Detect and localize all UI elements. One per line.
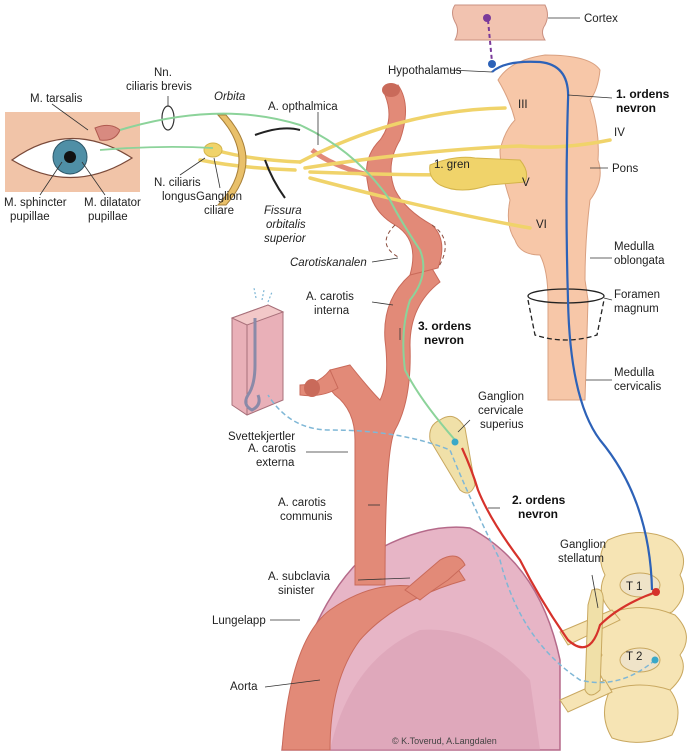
label-nerve-iv: IV [614, 127, 625, 139]
label-nn-ciliaris-a: Nn. [154, 67, 172, 79]
label-fissura-b: orbitalis [266, 219, 306, 231]
label-t2: T 2 [626, 651, 642, 663]
label-nerve-iii: III [518, 99, 528, 111]
tarsal-muscle [94, 124, 121, 141]
label-carotiskanalen: Carotiskanalen [290, 257, 367, 269]
label-ganglion-cervicale-a: Ganglion [478, 391, 524, 403]
neuron3-path [119, 112, 456, 441]
label-ganglion-ciliare-b: ciliare [204, 205, 234, 217]
label-a-carotis-communis-a: A. carotis [278, 497, 326, 509]
label-ganglion-cervicale-b: cervicale [478, 405, 523, 417]
lung-inner [330, 629, 540, 750]
label-a-opthalmica: A. opthalmica [268, 101, 338, 113]
t2-neuron-body [651, 656, 659, 664]
label-foramen-b: magnum [614, 303, 659, 315]
label-a-carotis-interna-b: interna [314, 305, 350, 317]
label-nn-ciliaris-b: ciliaris brevis [126, 81, 192, 93]
t1-neuron-body [652, 588, 660, 596]
orbita-shell [216, 114, 247, 206]
label-svettekjertler: Svettekjertler [228, 431, 295, 443]
label-a-subclavia-b: sinister [278, 585, 315, 597]
label-a-subclavia-a: A. subclavia [268, 571, 331, 583]
label-ordens1-a: 1. ordens [616, 87, 670, 101]
label-n-ciliaris-longus-a: N. ciliaris [154, 177, 201, 189]
pupil [64, 151, 76, 163]
label-orbita: Orbita [214, 91, 245, 103]
label-gren1: 1. gren [434, 159, 470, 171]
hypothalamus-neuron [488, 60, 496, 68]
label-aorta: Aorta [230, 681, 258, 693]
label-a-carotis-externa-a: A. carotis [248, 443, 296, 455]
label-lungelapp: Lungelapp [212, 615, 266, 627]
label-m-tarsalis: M. tarsalis [30, 93, 83, 105]
carotis-externa-end [304, 379, 320, 397]
sweat-gland-block [230, 287, 285, 416]
carotis-interna-end [382, 83, 400, 97]
label-a-carotis-communis-b: communis [280, 511, 333, 523]
label-cortex: Cortex [584, 13, 618, 25]
label-ganglion-cervicale-c: superius [480, 419, 524, 431]
label-ordens2-a: 2. ordens [512, 493, 566, 507]
carotis-interna-upper [366, 84, 443, 276]
label-hypothalamus: Hypothalamus [388, 65, 462, 77]
label-a-carotis-externa-b: externa [256, 457, 295, 469]
label-nerve-v: V [522, 177, 530, 189]
label-ordens3-b: nevron [424, 333, 464, 347]
sweat-fiber [267, 394, 656, 684]
label-t1: T 1 [626, 581, 642, 593]
label-m-dilatator-a: M. dilatator [84, 197, 141, 209]
label-fissura-a: Fissura [264, 205, 302, 217]
label-fissura-c: superior [264, 233, 307, 245]
foramen-ring-top [527, 288, 605, 304]
label-medulla-oblongata-a: Medulla [614, 241, 655, 253]
label-m-sphincter-a: M. sphincter [4, 197, 67, 209]
ciliary-ganglion [203, 142, 223, 158]
label-medulla-cervicalis-a: Medulla [614, 367, 655, 379]
label-ganglion-stellatum-a: Ganglion [560, 539, 606, 551]
label-n-ciliaris-longus-b: longus [162, 191, 196, 203]
cervicale-neuron-body [451, 438, 459, 446]
leader-lines [39, 17, 613, 688]
brainstem [497, 54, 601, 401]
cortex-hypothalamus-link [487, 19, 493, 63]
label-ordens1-b: nevron [616, 101, 656, 115]
label-medulla-oblongata-b: oblongata [614, 255, 665, 267]
neuron3-branch [99, 145, 214, 151]
neuron1-path [491, 60, 654, 591]
label-m-dilatator-b: pupillae [88, 211, 128, 223]
label-ordens2-b: nevron [518, 507, 558, 521]
carotiskanal-outline [385, 224, 446, 269]
label-m-sphincter-b: pupillae [10, 211, 50, 223]
neuron2-path [460, 447, 657, 649]
subclavia [404, 555, 466, 601]
cortex-shape [452, 4, 548, 41]
label-medulla-cervicalis-b: cervicalis [614, 381, 662, 393]
vertebrae [559, 532, 687, 743]
label-ganglion-ciliare-a: Ganglion [196, 191, 242, 203]
label-ordens3-a: 3. ordens [418, 319, 472, 333]
trigeminal-ganglion [429, 156, 528, 191]
foramen-ring-bottom [527, 299, 605, 341]
ganglion-cervicale-superius [429, 415, 476, 494]
label-nerve-vi: VI [536, 219, 547, 231]
label-a-carotis-interna-a: A. carotis [306, 291, 354, 303]
orbital-fissure [254, 127, 301, 199]
label-pons: Pons [612, 163, 638, 175]
label-foramen-a: Foramen [614, 289, 660, 301]
copyright-notice: © K.Toverud, A.Langdalen [392, 736, 497, 746]
label-ganglion-stellatum-b: stellatum [558, 553, 604, 565]
ganglion-stellatum [584, 588, 604, 696]
cortex-neuron [483, 14, 491, 22]
